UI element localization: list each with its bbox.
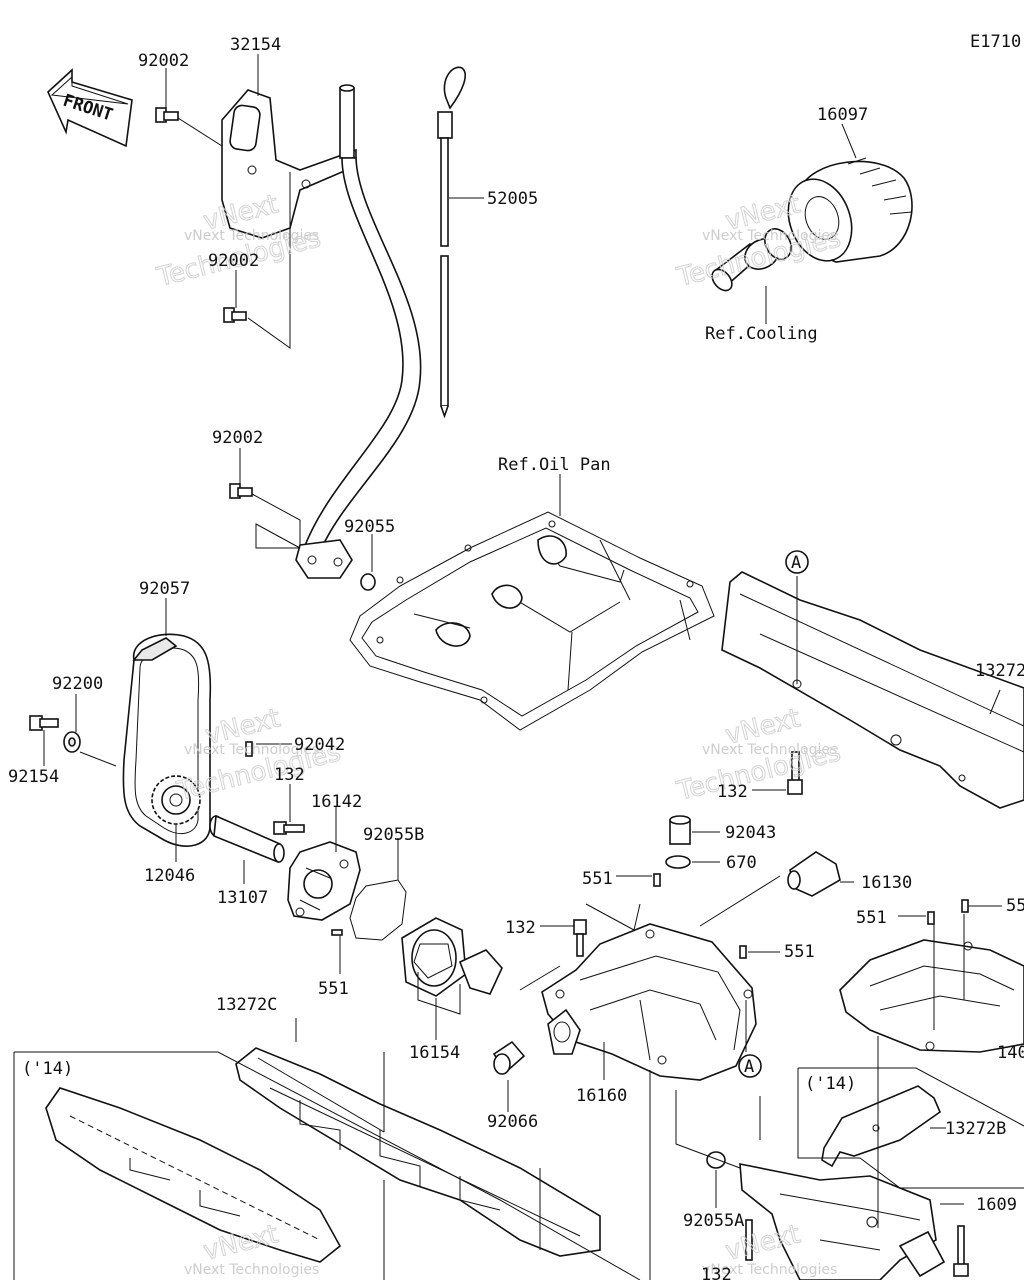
label-92002-b: 92002 <box>208 251 259 271</box>
pin-551-top <box>653 873 661 887</box>
pin-92042 <box>245 741 253 757</box>
svg-text:vNext Technologies: vNext Technologies <box>702 742 837 758</box>
o-ring-670 <box>665 855 691 869</box>
collar-92043 <box>669 815 691 845</box>
bolt-92002-low <box>229 483 253 499</box>
label-13272-right: 13272 <box>975 661 1024 681</box>
bolt-92002-top <box>155 107 179 123</box>
label-13272c: 13272C <box>216 995 277 1015</box>
o-ring-92055a <box>706 1151 726 1169</box>
label-16097-top: 16097 <box>817 105 868 125</box>
label-14-right: ('14) <box>805 1074 856 1094</box>
frame-14-right <box>797 1067 1024 1189</box>
label-551-c: 551 <box>784 942 815 962</box>
label-92057: 92057 <box>139 579 190 599</box>
washer-92200 <box>63 731 81 753</box>
dipstick-guide-bracket <box>221 89 357 239</box>
label-14-left: ('14) <box>22 1059 73 1079</box>
pin-551-pump <box>331 929 343 936</box>
marker-a-top: A <box>785 550 809 574</box>
label-13107: 13107 <box>217 888 268 908</box>
dipstick-guide-tube <box>295 84 422 579</box>
label-16142: 16142 <box>311 792 362 812</box>
label-132-a: 132 <box>274 765 305 785</box>
pin-551-right <box>927 911 935 925</box>
label-ref-cooling: Ref.Cooling <box>705 324 818 344</box>
bolt-132-baffle <box>787 751 803 795</box>
label-140-right: 140 <box>997 1043 1024 1063</box>
label-132-b: 132 <box>505 918 536 938</box>
label-92002-a: 92002 <box>138 51 189 71</box>
label-92042: 92042 <box>294 735 345 755</box>
label-16160: 16160 <box>576 1086 627 1106</box>
pin-55-right <box>961 899 969 913</box>
baffle-plate-13272c <box>235 1047 601 1257</box>
oil-filter-fitting <box>711 228 792 292</box>
label-92066: 92066 <box>487 1112 538 1132</box>
bolt-132-pump <box>273 821 305 835</box>
label-92055a: 92055A <box>683 1211 744 1231</box>
marker-a-bottom: A <box>738 1054 762 1078</box>
pump-shaft <box>209 814 285 864</box>
diagram-code: E1710 <box>970 32 1021 52</box>
label-1609-right: 1609 <box>976 1195 1017 1215</box>
bolt-92002-mid <box>223 307 247 323</box>
label-551-d: 551 <box>856 908 887 928</box>
svg-text:vNext Technologies: vNext Technologies <box>702 1262 837 1278</box>
label-551-b: 551 <box>582 869 613 889</box>
bolt-132-body <box>573 919 587 957</box>
label-670: 670 <box>726 853 757 873</box>
label-551-a: 551 <box>318 979 349 999</box>
label-92055b: 92055B <box>363 825 424 845</box>
label-55-right: 55 <box>1006 896 1024 916</box>
label-32154: 32154 <box>230 35 281 55</box>
baffle-plate-14-left <box>45 1087 342 1263</box>
label-92200: 92200 <box>52 674 103 694</box>
oil-pump-body <box>541 923 757 1081</box>
gasket-92055b <box>349 879 407 941</box>
bracket-13272b <box>821 1085 941 1168</box>
oil-pump-body-right <box>839 939 1024 1053</box>
svg-text:A: A <box>744 1057 754 1077</box>
leader-lines <box>43 54 1002 1280</box>
label-ref-oil-pan: Ref.Oil Pan <box>498 455 611 475</box>
label-92055: 92055 <box>344 517 395 537</box>
pin-551-side <box>739 945 747 959</box>
label-13272b: 13272B <box>945 1119 1006 1139</box>
label-92002-c: 92002 <box>212 428 263 448</box>
label-132-c: 132 <box>717 782 748 802</box>
oil-pump-cover <box>287 841 361 921</box>
part-labels: 32154 92002 92002 92002 52005 16097 Ref.… <box>8 35 1024 1280</box>
bolt-132-bottom <box>745 1219 969 1277</box>
label-12046: 12046 <box>144 866 195 886</box>
bolt-92154 <box>29 715 59 731</box>
label-16154: 16154 <box>409 1043 460 1063</box>
frame-14-left <box>13 1051 641 1280</box>
svg-text:vNext Technologies: vNext Technologies <box>702 228 837 244</box>
label-132-bottom: 132 <box>701 1265 732 1280</box>
label-52005: 52005 <box>487 189 538 209</box>
svg-text:vNext Technologies: vNext Technologies <box>184 1262 319 1278</box>
plug-92066 <box>492 1040 526 1075</box>
label-92043: 92043 <box>725 823 776 843</box>
oil-filter <box>787 157 913 263</box>
svg-text:A: A <box>791 553 801 573</box>
oil-pump-rotor <box>401 917 503 997</box>
svg-text:vNext Technologies: vNext Technologies <box>184 228 319 244</box>
label-92154: 92154 <box>8 767 59 787</box>
oil-pump-sprocket <box>151 775 201 825</box>
front-arrow: FRONT <box>47 68 133 148</box>
oil-pan-reference <box>349 511 715 731</box>
oil-dipstick <box>437 66 466 419</box>
svg-text:vNext Technologies: vNext Technologies <box>184 742 319 758</box>
o-ring-92055 <box>360 573 376 591</box>
relief-valve <box>787 851 841 897</box>
oil-pipe <box>739 1163 946 1280</box>
label-16130: 16130 <box>861 873 912 893</box>
